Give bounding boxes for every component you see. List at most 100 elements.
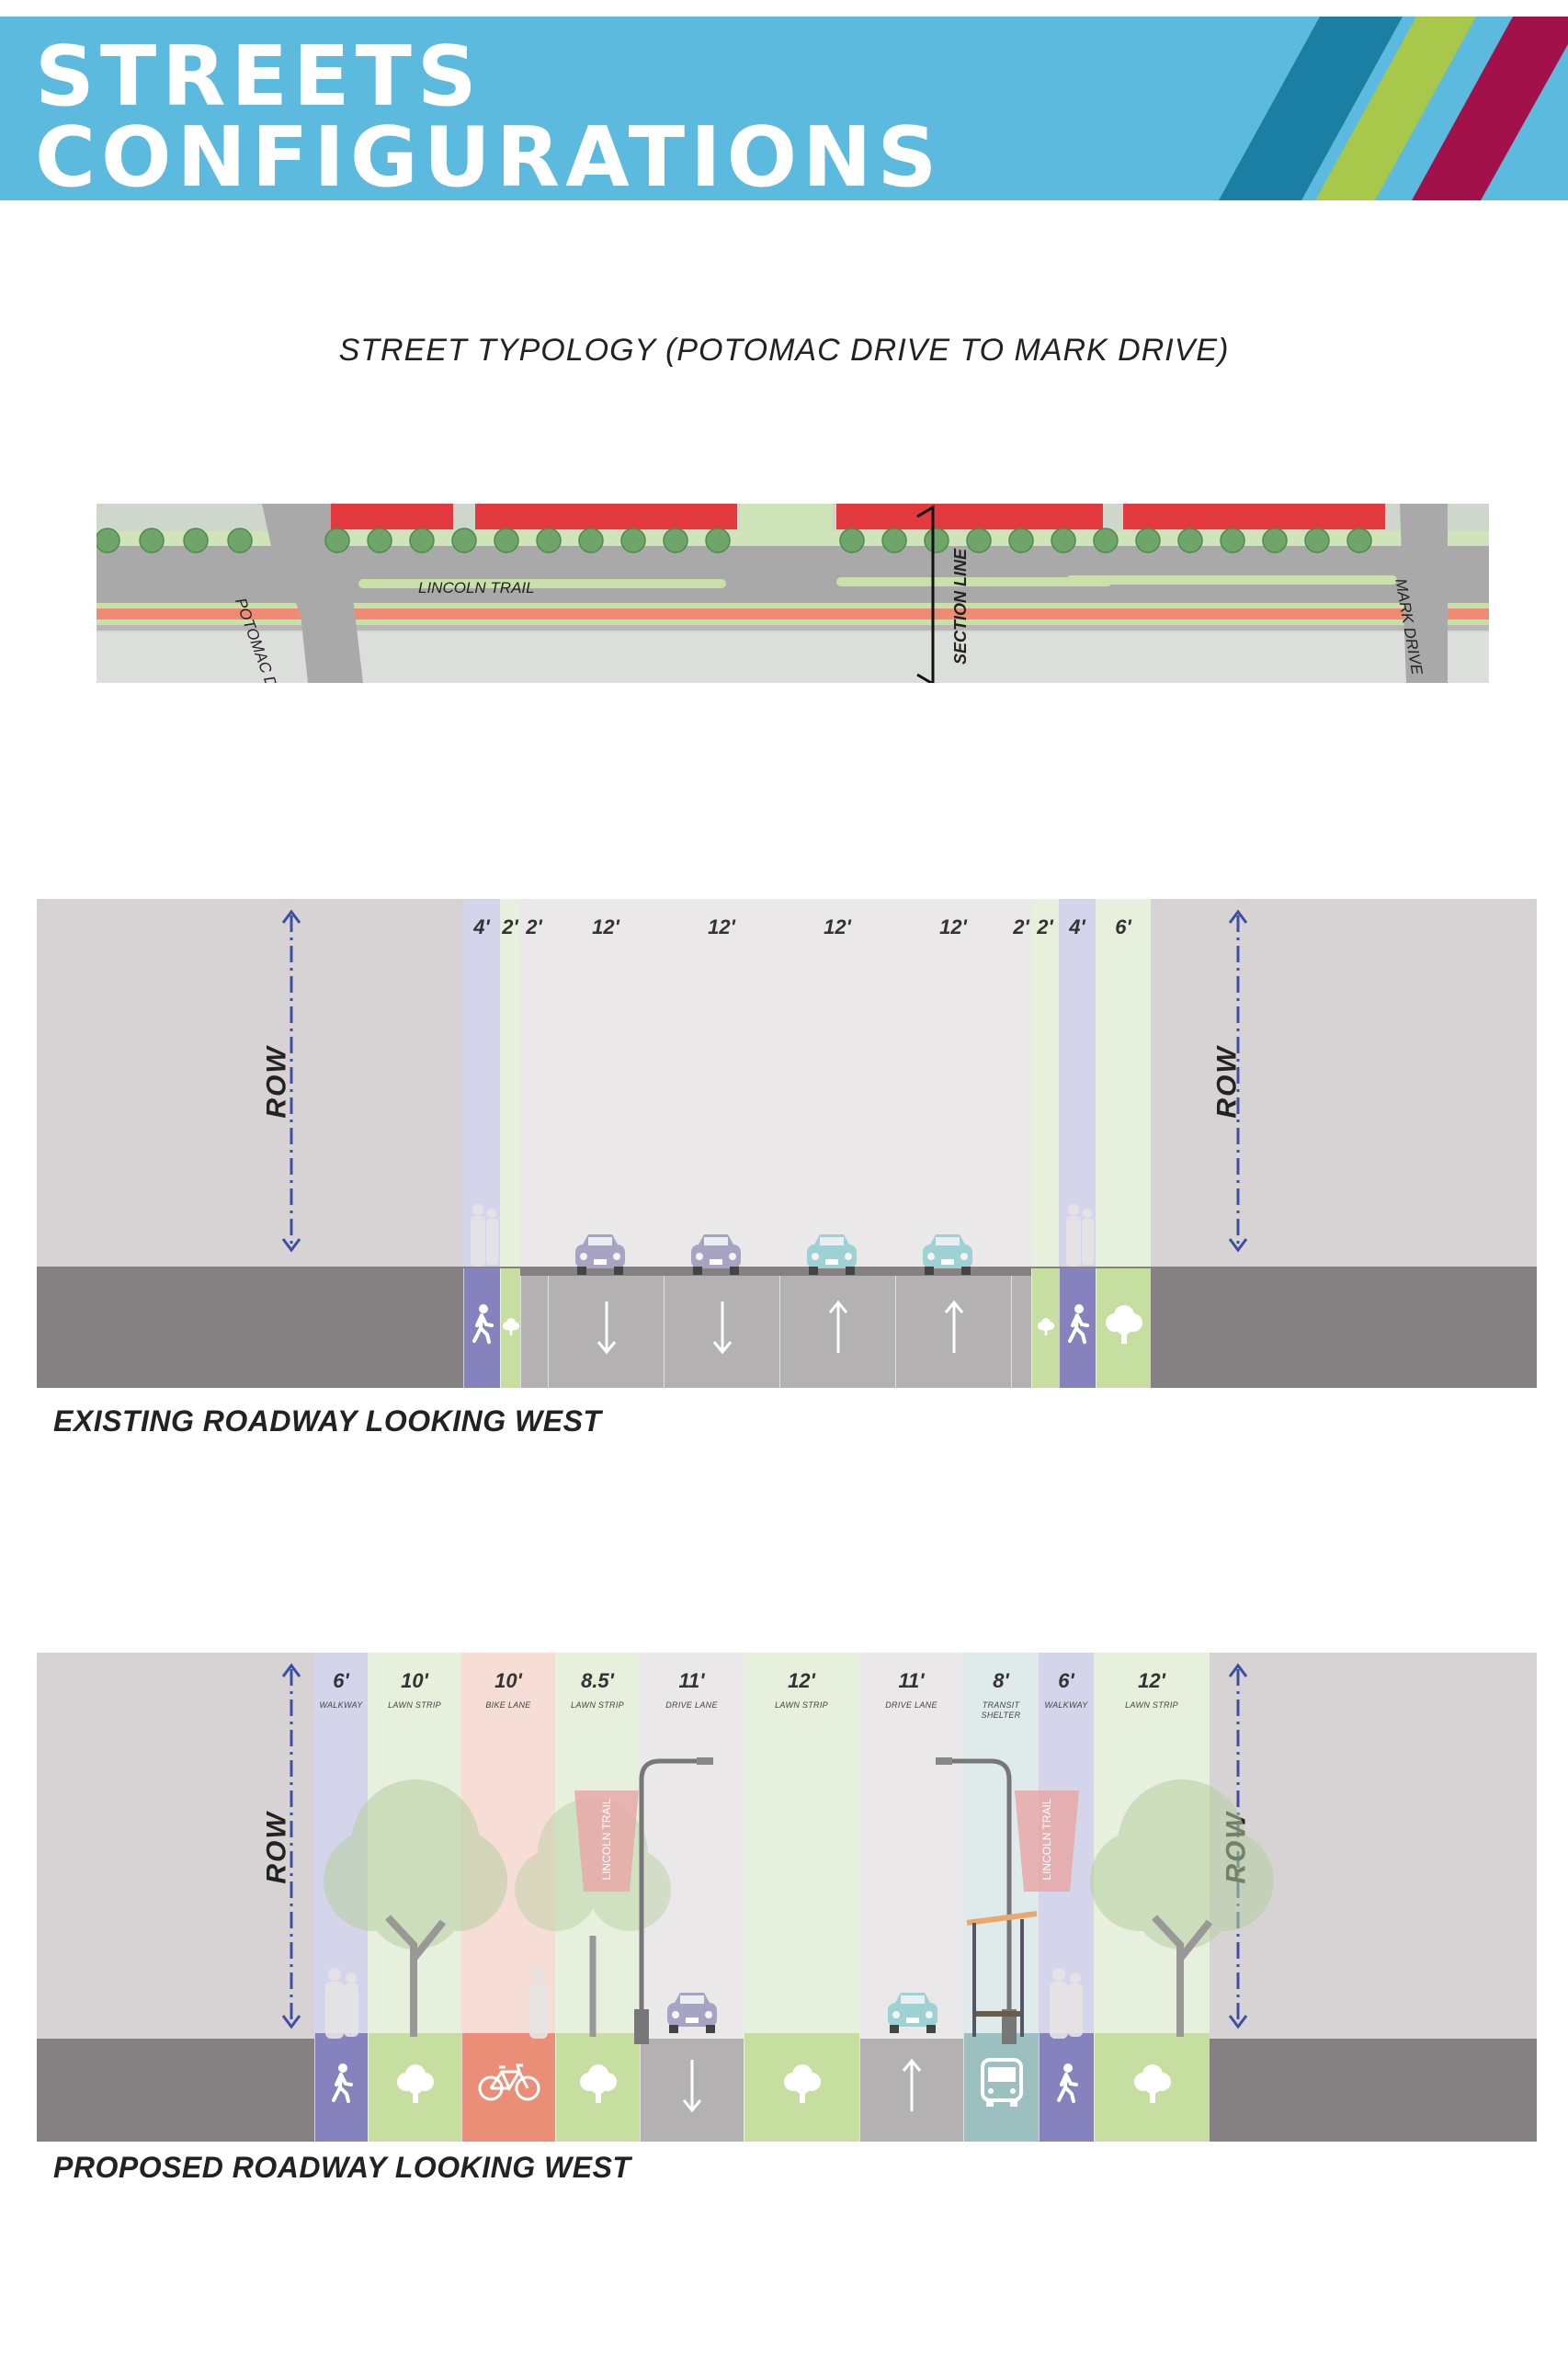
drive-column: 12' <box>779 899 895 1388</box>
lincoln-trail-banner-text: LINCOLN TRAIL <box>600 1798 613 1881</box>
pedestrian-icon <box>1062 1303 1094 1354</box>
plan-tree <box>924 528 949 553</box>
stripe-green <box>1315 17 1476 200</box>
lane-type-label: LAWN STRIP <box>571 1700 624 1710</box>
plan-tree <box>227 528 253 553</box>
transit-shelter <box>965 1910 1039 2043</box>
arrow-down-icon <box>596 1300 618 1365</box>
plan-tree <box>367 528 392 553</box>
drive-tile <box>640 2039 744 2142</box>
car-illustration <box>570 1232 631 1280</box>
drive-tile <box>859 2039 963 2142</box>
arrow-down-icon <box>711 1300 733 1365</box>
drive-band <box>640 1653 744 2039</box>
dimension-label: 12' <box>824 915 851 938</box>
car-illustration <box>882 1990 943 2039</box>
lawn-column: 12' LAWN STRIP <box>744 1653 859 2142</box>
tree-icon <box>1132 2062 1173 2114</box>
drive-band <box>859 1653 963 2039</box>
transit-tile <box>963 2033 1039 2142</box>
walkway-tile <box>314 2033 368 2142</box>
dimension-label: 4' <box>1069 915 1085 938</box>
row-arrow-right <box>1228 909 1248 1253</box>
plan-tree <box>324 528 350 553</box>
tree-illustration <box>1090 1761 1274 2041</box>
lincoln-trail-banner <box>574 1790 639 1896</box>
stripe-blue <box>1219 17 1403 200</box>
row-arrow-left <box>281 909 301 1253</box>
curb-column: 2' <box>1011 899 1031 1388</box>
plan-tree <box>494 528 519 553</box>
lawn-column: 6' <box>1096 899 1151 1388</box>
dimension-label: 12' <box>592 915 619 938</box>
plan-tree <box>839 528 865 553</box>
lincoln-trail-label: LINCOLN TRAIL <box>418 579 535 597</box>
walkway-band <box>1059 899 1096 1267</box>
arrow-down-icon <box>681 2058 703 2123</box>
tree-icon <box>502 1316 520 1340</box>
dimension-label: 10' <box>401 1669 428 1692</box>
car-illustration <box>686 1232 746 1280</box>
pedestrian-illustration <box>1042 1965 1088 2043</box>
plan-tree <box>620 528 646 553</box>
page-title-line1: STREETS <box>35 28 483 125</box>
stripe-red <box>1412 17 1568 200</box>
car-illustration <box>801 1232 862 1280</box>
dimension-label: 2' <box>1013 915 1029 938</box>
plan-tree <box>536 528 562 553</box>
lawn-column: 2' <box>500 899 520 1388</box>
plan-view-map: LINCOLN TRAIL POTOMAC DRIVE MARK DRIVE S… <box>97 504 1489 683</box>
building <box>475 504 737 529</box>
drive-tile <box>664 1276 779 1388</box>
row-label-left: ROW <box>261 1045 292 1119</box>
dimension-label: 4' <box>473 915 490 938</box>
lane-type-label: BIKE LANE <box>485 1700 531 1710</box>
car-illustration <box>662 1990 722 2039</box>
lane-type-label: TRANSIT SHELTER <box>981 1700 1021 1720</box>
dimension-label: 12' <box>708 915 735 938</box>
tree-icon <box>782 2062 823 2114</box>
walkway-tile <box>463 1268 500 1388</box>
lane-type-label: WALKWAY <box>319 1700 363 1710</box>
pedestrian-illustration <box>465 1202 502 1271</box>
drive-band <box>895 899 1011 1267</box>
plan-tree <box>1051 528 1076 553</box>
lawn-tile <box>555 2033 640 2142</box>
lane-type-label: LAWN STRIP <box>775 1700 828 1710</box>
arrow-up-icon <box>901 2058 923 2123</box>
lawn-tile <box>368 2033 461 2142</box>
drive-column: 11'DRIVE LANE <box>640 1653 744 2142</box>
typology-title: STREET TYPOLOGY (POTOMAC DRIVE TO MARK D… <box>338 333 1230 368</box>
lawn-band <box>1031 899 1059 1267</box>
lawn-column: 2' <box>1031 899 1059 1388</box>
pedestrian-icon <box>1051 2063 1083 2113</box>
lawn-band <box>500 899 520 1267</box>
pedestrian-illustration <box>318 1965 364 2043</box>
lawn-tile <box>500 1268 520 1388</box>
plan-tree <box>409 528 435 553</box>
drive-column: 12' <box>664 899 779 1388</box>
lawn-band <box>744 1653 859 2039</box>
drive-column: 12' <box>895 899 1011 1388</box>
walkway-tile <box>1059 1268 1096 1388</box>
plan-tree <box>1220 528 1245 553</box>
walkway-band <box>463 899 500 1267</box>
plan-tree <box>705 528 731 553</box>
section-line-label: SECTION LINE <box>951 548 970 665</box>
plan-tree <box>97 528 120 553</box>
row-arrow-left <box>281 1663 301 2029</box>
drive-tile <box>779 1276 895 1388</box>
lawn-band <box>1096 899 1151 1267</box>
lane-type-label: LAWN STRIP <box>388 1700 441 1710</box>
row-arrow-right <box>1228 1663 1248 2029</box>
header-stripes <box>1219 17 1568 200</box>
building <box>1123 504 1385 529</box>
lawn-tile <box>1094 2033 1210 2142</box>
dimension-label: 12' <box>788 1669 815 1692</box>
page-title: STREETS CONFIGURATIONS <box>35 28 942 199</box>
lane-type-label: DRIVE LANE <box>665 1700 718 1710</box>
dimension-label: 6' <box>1115 915 1131 938</box>
page-header: STREETS CONFIGURATIONS <box>0 17 1568 200</box>
dimension-label: 12' <box>939 915 967 938</box>
building <box>324 504 453 529</box>
